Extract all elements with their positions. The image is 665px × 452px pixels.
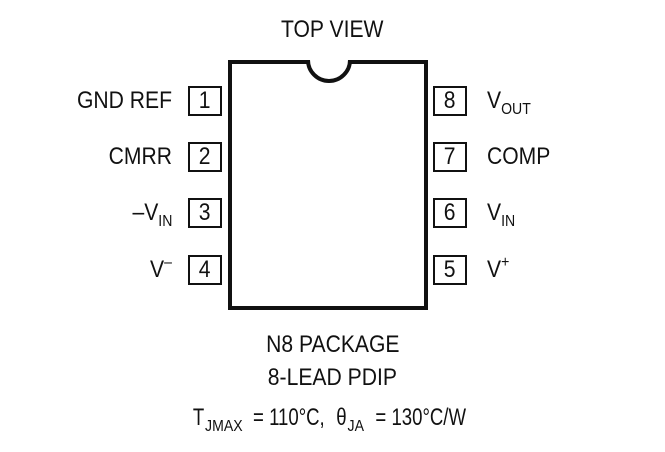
- pin-7-label: COMP: [487, 143, 551, 170]
- top-view-title: TOP VIEW: [281, 16, 384, 43]
- pin-8-box: 8: [433, 86, 467, 116]
- ic-package-body: [228, 60, 428, 310]
- pin-1-label: GND REF: [76, 87, 172, 114]
- pin-6-box: 6: [433, 198, 467, 228]
- pin-3-box: 3: [188, 198, 222, 228]
- package-type: 8-LEAD PDIP: [267, 364, 398, 391]
- pin-1-box: 1: [188, 86, 222, 116]
- pin-5-box: 5: [433, 255, 467, 285]
- pin-2-label: CMRR: [108, 143, 172, 170]
- package-name: N8 PACKAGE: [265, 331, 400, 358]
- thermal-spec: TJMAX = 110°C, θJA = 130°C/W: [192, 404, 467, 435]
- pin-7-box: 7: [433, 142, 467, 172]
- pin1-notch-icon: [306, 60, 352, 83]
- pin-4-label: V–: [150, 254, 172, 284]
- pin-8-label: VOUT: [487, 87, 531, 118]
- pin-2-box: 2: [188, 142, 222, 172]
- pin-4-box: 4: [188, 255, 222, 285]
- pin-6-label: VIN: [487, 199, 516, 230]
- pin-5-label: V+: [487, 254, 510, 284]
- pin-3-label: –VIN: [132, 199, 172, 230]
